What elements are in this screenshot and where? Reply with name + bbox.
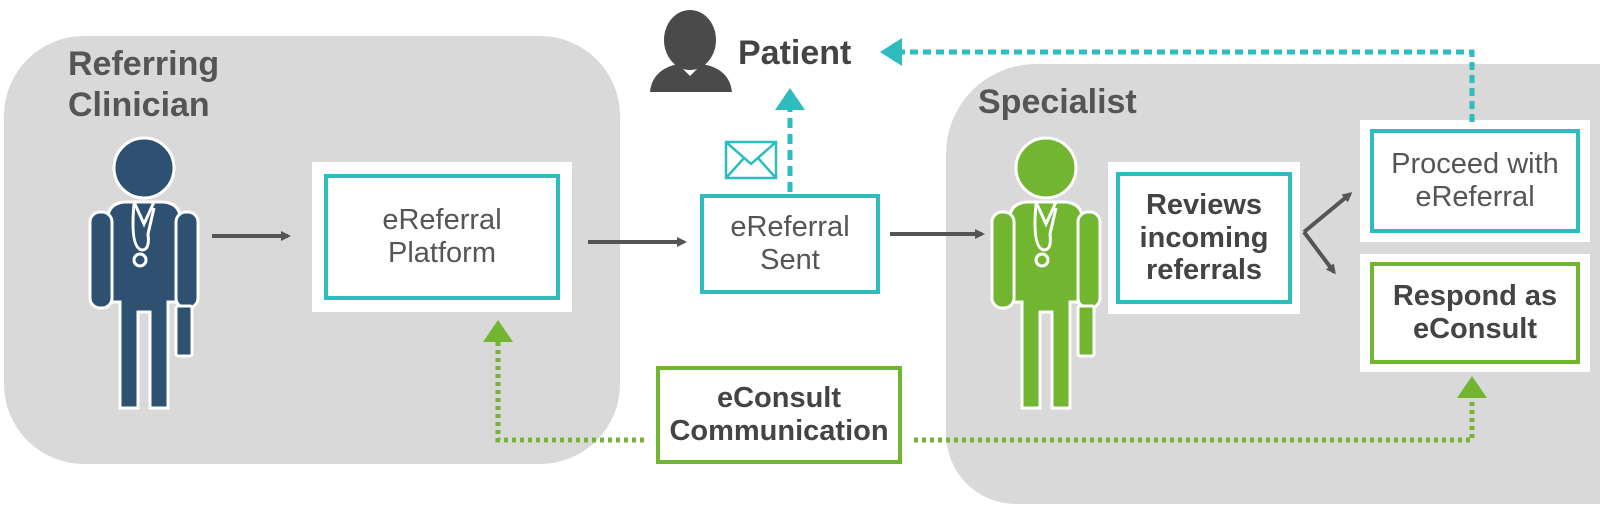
- respond-box: Respond as eConsult: [1370, 262, 1580, 364]
- respond-box-frame: Respond as eConsult: [1360, 254, 1590, 372]
- arrow-econsult-to-respond: [914, 376, 1487, 443]
- arrow-econsult-to-platform: [483, 320, 644, 443]
- proceed-box-frame: Proceed with eReferral: [1360, 120, 1590, 242]
- arrow-sent-to-patient: [775, 88, 805, 192]
- econsult-line1: eConsult: [716, 381, 842, 414]
- respond-line2: eConsult: [1412, 313, 1538, 345]
- reviews-box: Reviews incoming referrals: [1116, 172, 1292, 304]
- referring-title-line2: Clinician: [68, 85, 210, 124]
- referring-doctor-icon: [88, 136, 200, 410]
- platform-line2: Platform: [388, 237, 496, 269]
- patient-label: Patient: [738, 34, 852, 72]
- referring-title-line1: Referring: [68, 45, 220, 83]
- sent-line1: eReferral: [730, 210, 850, 243]
- sent-line2: Sent: [760, 244, 820, 276]
- ereferral-sent-box: eReferral Sent: [700, 194, 880, 294]
- ereferral-platform-box: eReferral Platform: [312, 162, 572, 312]
- flow-arrows: [212, 192, 1353, 275]
- reviews-box-frame: Reviews incoming referrals: [1108, 162, 1300, 314]
- referring-clinician-title: Referring Clinician: [68, 44, 219, 126]
- econsult-communication-box: eConsult Communication: [656, 366, 902, 464]
- platform-line1: eReferral: [382, 203, 502, 236]
- reviews-line3: referrals: [1145, 254, 1263, 287]
- specialist-doctor-icon: [990, 136, 1102, 410]
- proceed-line1: Proceed with: [1391, 147, 1559, 180]
- envelope-icon: [724, 140, 778, 180]
- proceed-line2: eReferral: [1415, 181, 1535, 213]
- specialist-title: Specialist: [978, 83, 1137, 121]
- reviews-line1: Reviews: [1145, 189, 1263, 222]
- arrow-reviews-to-proceed: [1302, 192, 1353, 234]
- respond-line1: Respond as: [1392, 279, 1558, 312]
- econsult-line2: Communication: [669, 415, 889, 447]
- patient-silhouette-icon: [650, 10, 732, 92]
- reviews-line2: incoming: [1139, 221, 1269, 254]
- arrow-proceed-to-patient: [880, 38, 1475, 122]
- arrow-reviews-to-respond: [1302, 230, 1336, 275]
- proceed-box: Proceed with eReferral: [1370, 129, 1580, 233]
